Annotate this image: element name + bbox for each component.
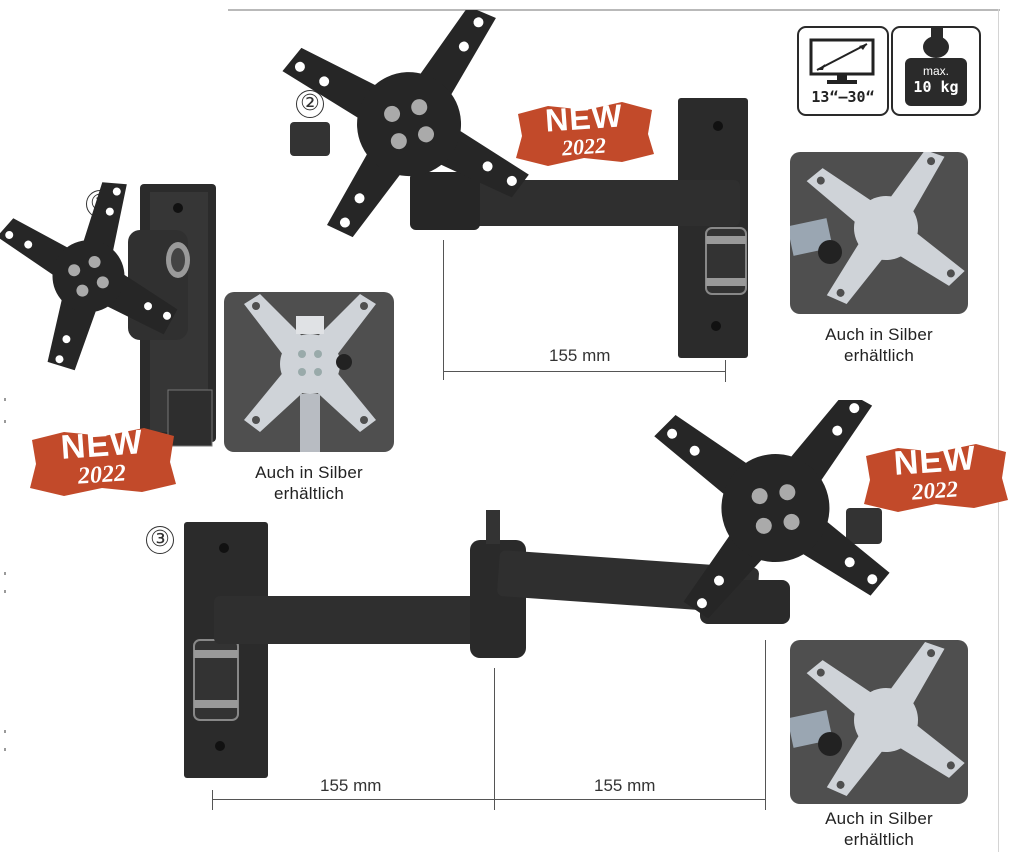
item-number-3: ③ <box>146 526 174 554</box>
monitor-diagonal-icon: 13“–30“ <box>797 26 889 116</box>
caption-line: Auch in Silber <box>255 463 363 482</box>
screen-size-text: 13“–30“ <box>811 88 875 106</box>
weight-block: max. 10 kg <box>905 58 967 106</box>
dim3b-label: 155 mm <box>594 776 656 795</box>
caption-line: Auch in Silber <box>825 325 933 344</box>
silver-caption-3: Auch in Silber erhältlich <box>790 808 968 850</box>
caption-line: erhältlich <box>843 346 915 365</box>
item-number-2: ② <box>296 90 324 118</box>
margin-mark <box>4 572 6 575</box>
dim3-line <box>212 799 765 800</box>
silver-caption-2: Auch in Silber erhältlich <box>790 324 968 366</box>
silver-variant-photo-1 <box>224 292 394 452</box>
bracket-1-image <box>0 182 216 447</box>
dim3-left-tick <box>212 790 213 810</box>
dim2-right-tick <box>725 360 726 382</box>
dim2-label: 155 mm <box>549 346 611 365</box>
new-badge-3: NEW 2022 <box>860 439 1010 516</box>
dim2-left-tick <box>443 240 444 380</box>
margin-mark <box>4 420 6 423</box>
silver-variant-photo-2 <box>790 152 968 314</box>
dim3-mid-tick <box>494 668 495 810</box>
bracket-2-image <box>282 10 748 358</box>
margin-mark <box>4 730 6 733</box>
silver-variant-photo-3 <box>790 640 968 804</box>
hanging-weight-icon: max. 10 kg <box>891 26 981 116</box>
caption-line: Auch in Silber <box>825 809 933 828</box>
top-rule <box>228 9 1000 11</box>
margin-mark <box>4 398 6 401</box>
silver-caption-1: Auch in Silber erhältlich <box>224 462 394 504</box>
weight-value: 10 kg <box>913 78 959 96</box>
margin-mark <box>4 748 6 751</box>
caption-line: erhältlich <box>273 484 345 503</box>
caption-line: erhältlich <box>843 830 915 849</box>
new-badge-1: NEW 2022 <box>24 422 180 502</box>
new-badge-2: NEW 2022 <box>512 97 656 170</box>
weight-label: max. <box>922 64 949 78</box>
right-rule <box>998 9 999 852</box>
dim3a-label: 155 mm <box>320 776 382 795</box>
margin-mark <box>4 590 6 593</box>
dim3-right-tick <box>765 640 766 810</box>
bracket-3-image <box>184 400 890 778</box>
dim2-line <box>443 371 725 372</box>
